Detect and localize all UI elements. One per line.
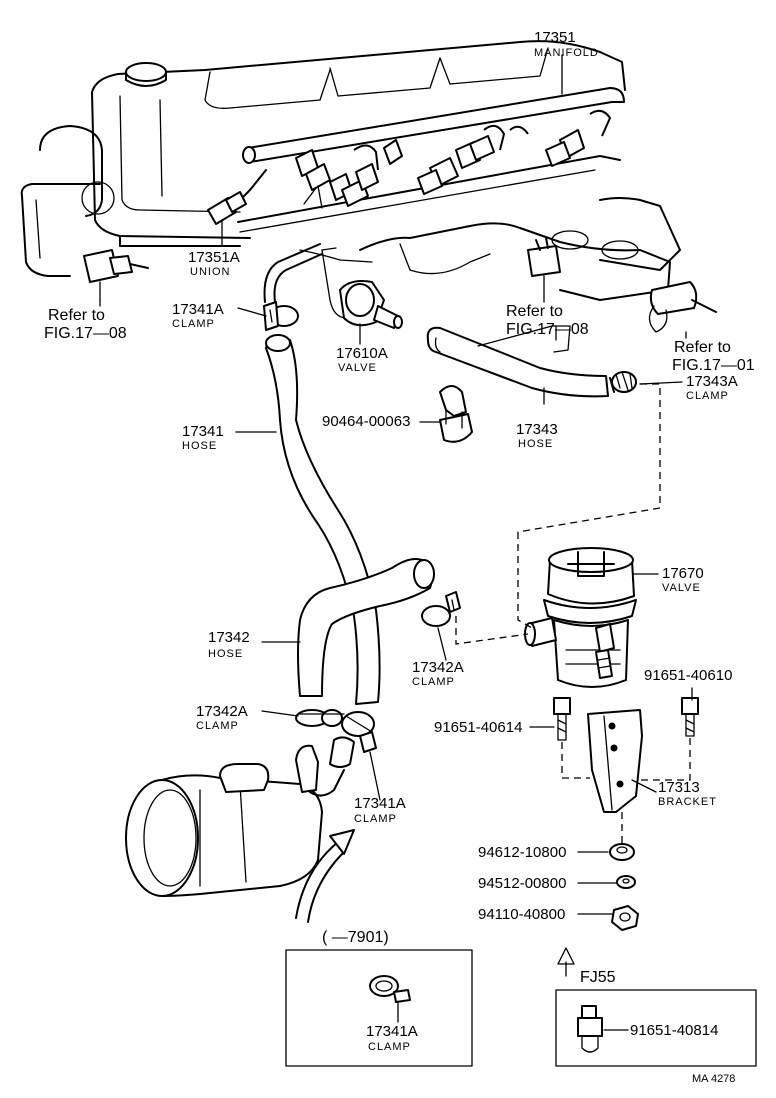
- callout-17351-number: 17351: [534, 29, 576, 46]
- callout-91651-40610-number: 91651-40610: [644, 667, 732, 684]
- callout-17342a-left-desc: CLAMP: [196, 720, 239, 732]
- clamp-inset-icon: [369, 975, 411, 1003]
- drawing-code: MA 4278: [692, 1073, 735, 1085]
- callout-17342a-right-number: 17342A: [412, 659, 464, 676]
- clamp-17342a-right-icon: [421, 591, 461, 627]
- nut-94612-icon: [609, 843, 635, 861]
- injector-icon: [417, 141, 481, 195]
- inset-right-header: FJ55: [580, 969, 616, 986]
- dashed-connectors: [455, 383, 691, 846]
- callout-17343-desc: HOSE: [518, 438, 553, 450]
- injector-icon: [355, 139, 403, 191]
- nut-94110-icon: [611, 905, 639, 931]
- callout-94512-number: 94512-00800: [478, 875, 566, 892]
- reference-labels: Refer to FIG.17—08 Refer to FIG.17—08 Re…: [44, 303, 755, 374]
- sensor-right-icon: [648, 281, 717, 333]
- washer-94512-icon: [616, 875, 636, 889]
- callout-17610a-number: 17610A: [336, 345, 388, 362]
- callout-17313-desc: BRACKET: [658, 796, 717, 808]
- inset-right-number: 91651-40814: [630, 1022, 718, 1039]
- hose-17341-drawing: [265, 334, 381, 705]
- ref-left-line2: FIG.17—08: [44, 325, 127, 342]
- callout-17341-desc: HOSE: [182, 440, 217, 452]
- callout-17670-number: 17670: [662, 565, 704, 582]
- callout-17313-number: 17313: [658, 779, 700, 796]
- inset-left-number: 17341A: [366, 1023, 418, 1040]
- callout-labels: 17351 MANIFOLD 17351A UNION 17341A CLAMP…: [172, 29, 738, 923]
- ref-middle-line1: Refer to: [506, 303, 563, 320]
- hose-17343-drawing: [426, 325, 609, 398]
- valve-17610a-icon: [339, 280, 403, 329]
- inset-right-frame: [555, 989, 757, 1067]
- pointer-arrow-icon: [295, 829, 355, 923]
- clamp-17342a-left-icon: [295, 709, 345, 727]
- callout-17351-desc: MANIFOLD: [534, 47, 599, 59]
- callout-17610a-desc: VALVE: [338, 362, 377, 374]
- callout-17341a-top-number: 17341A: [172, 301, 224, 318]
- injector-icon: [469, 124, 529, 161]
- callout-17351a-number: 17351A: [188, 249, 240, 266]
- callout-17342-number: 17342: [208, 629, 250, 646]
- leader-lines: [99, 54, 693, 915]
- bolt-40614-icon: [553, 697, 571, 741]
- clamp-17341a-top-icon: [263, 301, 299, 331]
- inset-left-frame: [285, 949, 473, 1067]
- callout-94110-number: 94110-40800: [478, 906, 565, 923]
- bolt-40814-icon: [577, 1005, 603, 1053]
- injector-icon: [545, 109, 611, 167]
- inset-left-desc: CLAMP: [368, 1041, 411, 1053]
- callout-17341a-bottom-number: 17341A: [354, 795, 406, 812]
- inset-early-models: ( —7901) 17341A CLAMP: [285, 929, 473, 1067]
- bracket-17313-icon: [587, 709, 643, 813]
- callout-90464-number: 90464-00063: [322, 413, 410, 430]
- thermo-switch-icon: [83, 249, 149, 301]
- callout-91651-40614-number: 91651-40614: [434, 719, 522, 736]
- clamp-17341a-bottom-icon: [341, 711, 377, 753]
- oil-cap-icon: [125, 62, 167, 82]
- callout-17343a-desc: CLAMP: [686, 390, 729, 402]
- clamp-17343a-icon: [609, 371, 637, 393]
- injector-rail-drawing: [207, 87, 625, 225]
- clip-90464-icon: [439, 385, 473, 443]
- callout-17341a-bottom-desc: CLAMP: [354, 813, 397, 825]
- union-icon: [207, 191, 247, 225]
- vsv-icon: [527, 237, 561, 297]
- air-pump-icon: [125, 736, 355, 897]
- ref-right-line1: Refer to: [674, 339, 731, 356]
- callout-94612-number: 94612-10800: [478, 844, 566, 861]
- callout-17351a-desc: UNION: [190, 266, 230, 278]
- callout-17343a-number: 17343A: [686, 373, 738, 390]
- valve-17670-icon: [524, 547, 637, 688]
- callout-17343-number: 17343: [516, 421, 558, 438]
- ref-left-line1: Refer to: [48, 307, 105, 324]
- callout-17342a-right-desc: CLAMP: [412, 676, 455, 688]
- callout-17341a-top-desc: CLAMP: [172, 318, 215, 330]
- callout-17342a-left-number: 17342A: [196, 703, 248, 720]
- ref-right-line2: FIG.17—01: [672, 357, 755, 374]
- engine-head-drawing: [20, 40, 681, 319]
- inset-fj55: FJ55 91651-40814: [555, 947, 757, 1067]
- inset-left-header: ( —7901): [322, 929, 389, 946]
- bolt-40610-icon: [681, 697, 699, 737]
- callout-17670-desc: VALVE: [662, 582, 701, 594]
- callout-17341-number: 17341: [182, 423, 224, 440]
- callout-17342-desc: HOSE: [208, 648, 243, 660]
- injector-icon: [295, 149, 331, 209]
- ref-middle-line2: FIG.17—08: [506, 321, 589, 338]
- hose-17342-drawing: [297, 558, 435, 697]
- up-arrow-icon: [557, 947, 575, 977]
